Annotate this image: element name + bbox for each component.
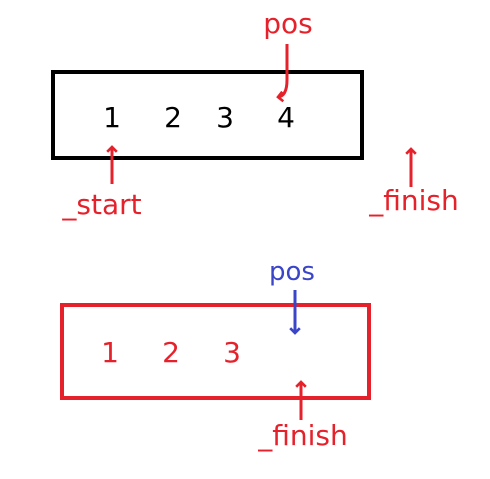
top-finish-label: _finish <box>368 184 459 217</box>
top-cell-3: 3 <box>216 101 234 134</box>
top-pos-arrow <box>276 44 289 103</box>
top-buffer-box <box>51 70 364 160</box>
bottom-buffer-box <box>60 303 371 400</box>
bottom-cell-2: 2 <box>162 336 180 369</box>
top-cell-2: 2 <box>164 101 182 134</box>
bottom-pos-label: pos <box>269 257 315 287</box>
start-label: _start <box>61 188 141 221</box>
bottom-cell-1: 1 <box>101 336 119 369</box>
bottom-cell-3: 3 <box>223 336 241 369</box>
bottom-finish-label: _finish <box>257 419 348 452</box>
top-pos-label: pos <box>263 7 313 40</box>
top-cell-4: 4 <box>277 101 295 134</box>
top-cell-1: 1 <box>103 101 121 134</box>
